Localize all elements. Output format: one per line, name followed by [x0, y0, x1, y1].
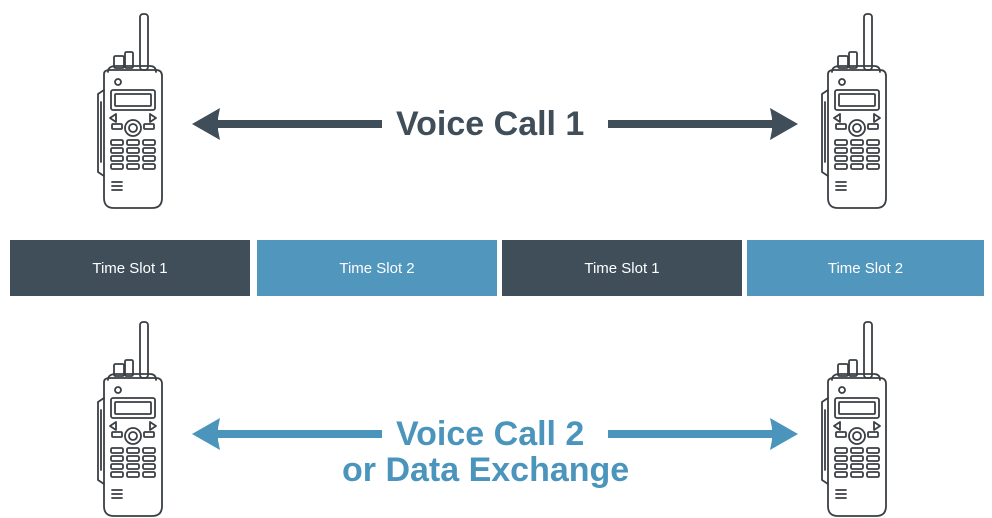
radio-icon — [94, 320, 170, 518]
call-1-label: Voice Call 1 — [396, 105, 585, 143]
radio-icon — [818, 320, 894, 518]
call-2-label-line-2: or Data Exchange — [342, 451, 630, 489]
time-slot-bar: Time Slot 1 Time Slot 2 Time Slot 1 Time… — [10, 240, 984, 296]
time-slot: Time Slot 1 — [502, 240, 742, 296]
radio-icon — [94, 12, 170, 210]
call-2-label: Voice Call 2 — [396, 415, 585, 453]
time-slot: Time Slot 2 — [257, 240, 497, 296]
radio-icon — [818, 12, 894, 210]
time-slot: Time Slot 2 — [747, 240, 984, 296]
time-slot: Time Slot 1 — [10, 240, 250, 296]
double-arrow-icon — [192, 108, 798, 140]
double-arrow-icon — [192, 418, 798, 450]
